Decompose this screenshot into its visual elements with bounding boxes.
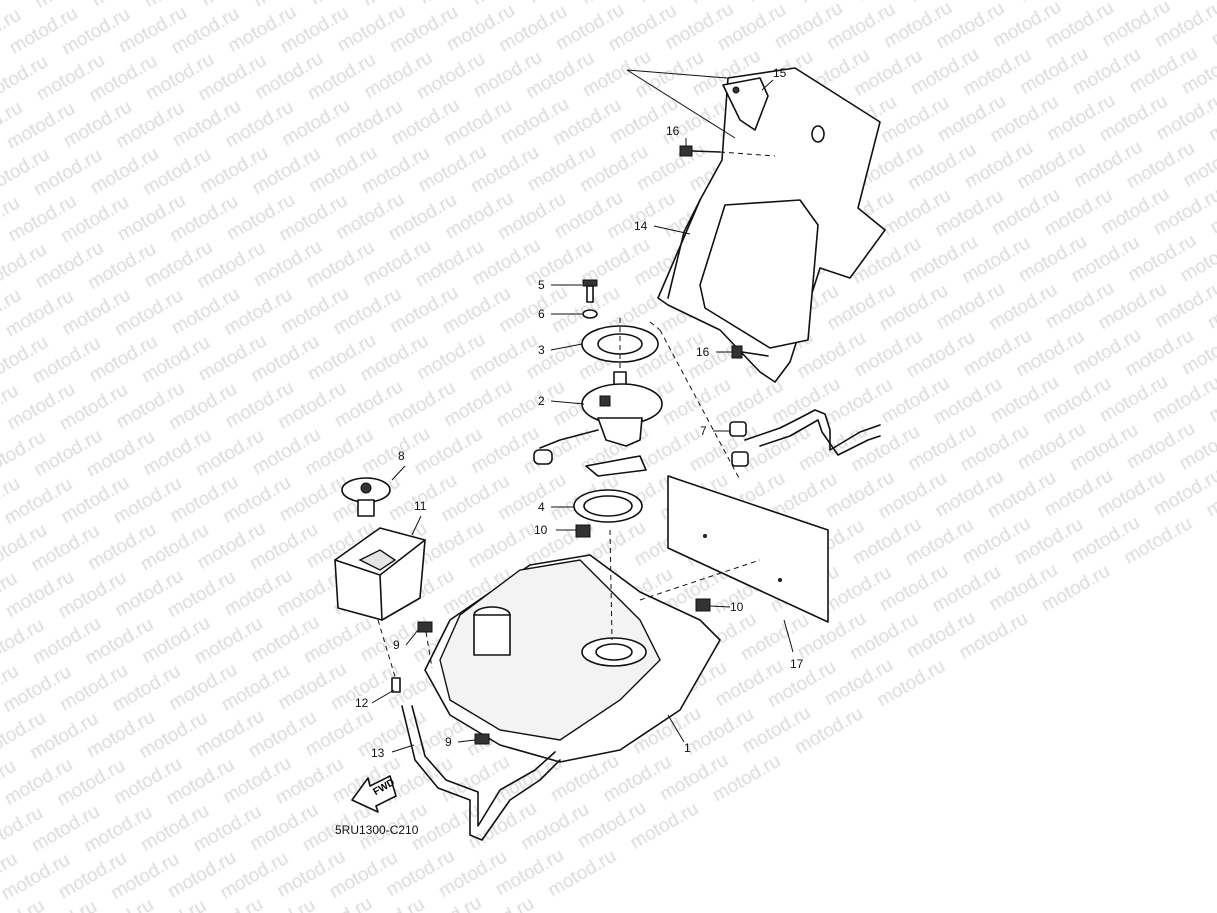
callout-8: 8 (398, 449, 405, 463)
panel-part-14 (657, 67, 886, 383)
callout-15: 15 (773, 66, 787, 80)
callout-16: 16 (666, 124, 680, 138)
nut-part-10-right (695, 598, 711, 612)
box-part-11 (334, 527, 426, 621)
callout-17: 17 (790, 657, 804, 671)
joint-part-12 (391, 677, 401, 693)
callout-10: 10 (730, 600, 744, 614)
callout-1: 1 (684, 741, 691, 755)
cap-part-8 (341, 477, 391, 517)
bolt-part-5 (582, 279, 598, 303)
sheet-part-17 (667, 475, 829, 623)
callout-13: 13 (371, 746, 385, 760)
callout-9: 9 (393, 638, 400, 652)
fuel-pump-part-2 (533, 371, 663, 477)
diagram-code: 5RU1300-C210 (335, 823, 419, 837)
washer-part-6 (582, 309, 598, 319)
callout-5: 5 (538, 278, 545, 292)
hose-part-7 (729, 409, 881, 467)
bolt-part-9-upper (417, 621, 433, 669)
callout-12: 12 (355, 696, 369, 710)
callout-4: 4 (538, 500, 545, 514)
callout-11: 11 (414, 499, 427, 513)
ring-part-4 (573, 489, 643, 523)
leader-lines (371, 79, 794, 753)
callout-7: 7 (700, 424, 707, 438)
callout-6: 6 (538, 307, 545, 321)
callout-2: 2 (538, 394, 545, 408)
fuel-tank-part-1 (424, 554, 721, 763)
bolt-part-16-upper (679, 145, 776, 157)
cover-part-15 (626, 69, 769, 139)
callout-9: 9 (445, 735, 452, 749)
hose-part-13 (401, 705, 561, 841)
forward-arrow-icon (351, 775, 397, 813)
nut-part-10-left (575, 524, 591, 538)
callout-10: 10 (534, 523, 548, 537)
callout-3: 3 (538, 343, 545, 357)
callout-14: 14 (634, 219, 648, 233)
bolt-part-9-lower (474, 733, 490, 745)
callout-16: 16 (696, 345, 710, 359)
plate-part-3 (581, 325, 659, 363)
